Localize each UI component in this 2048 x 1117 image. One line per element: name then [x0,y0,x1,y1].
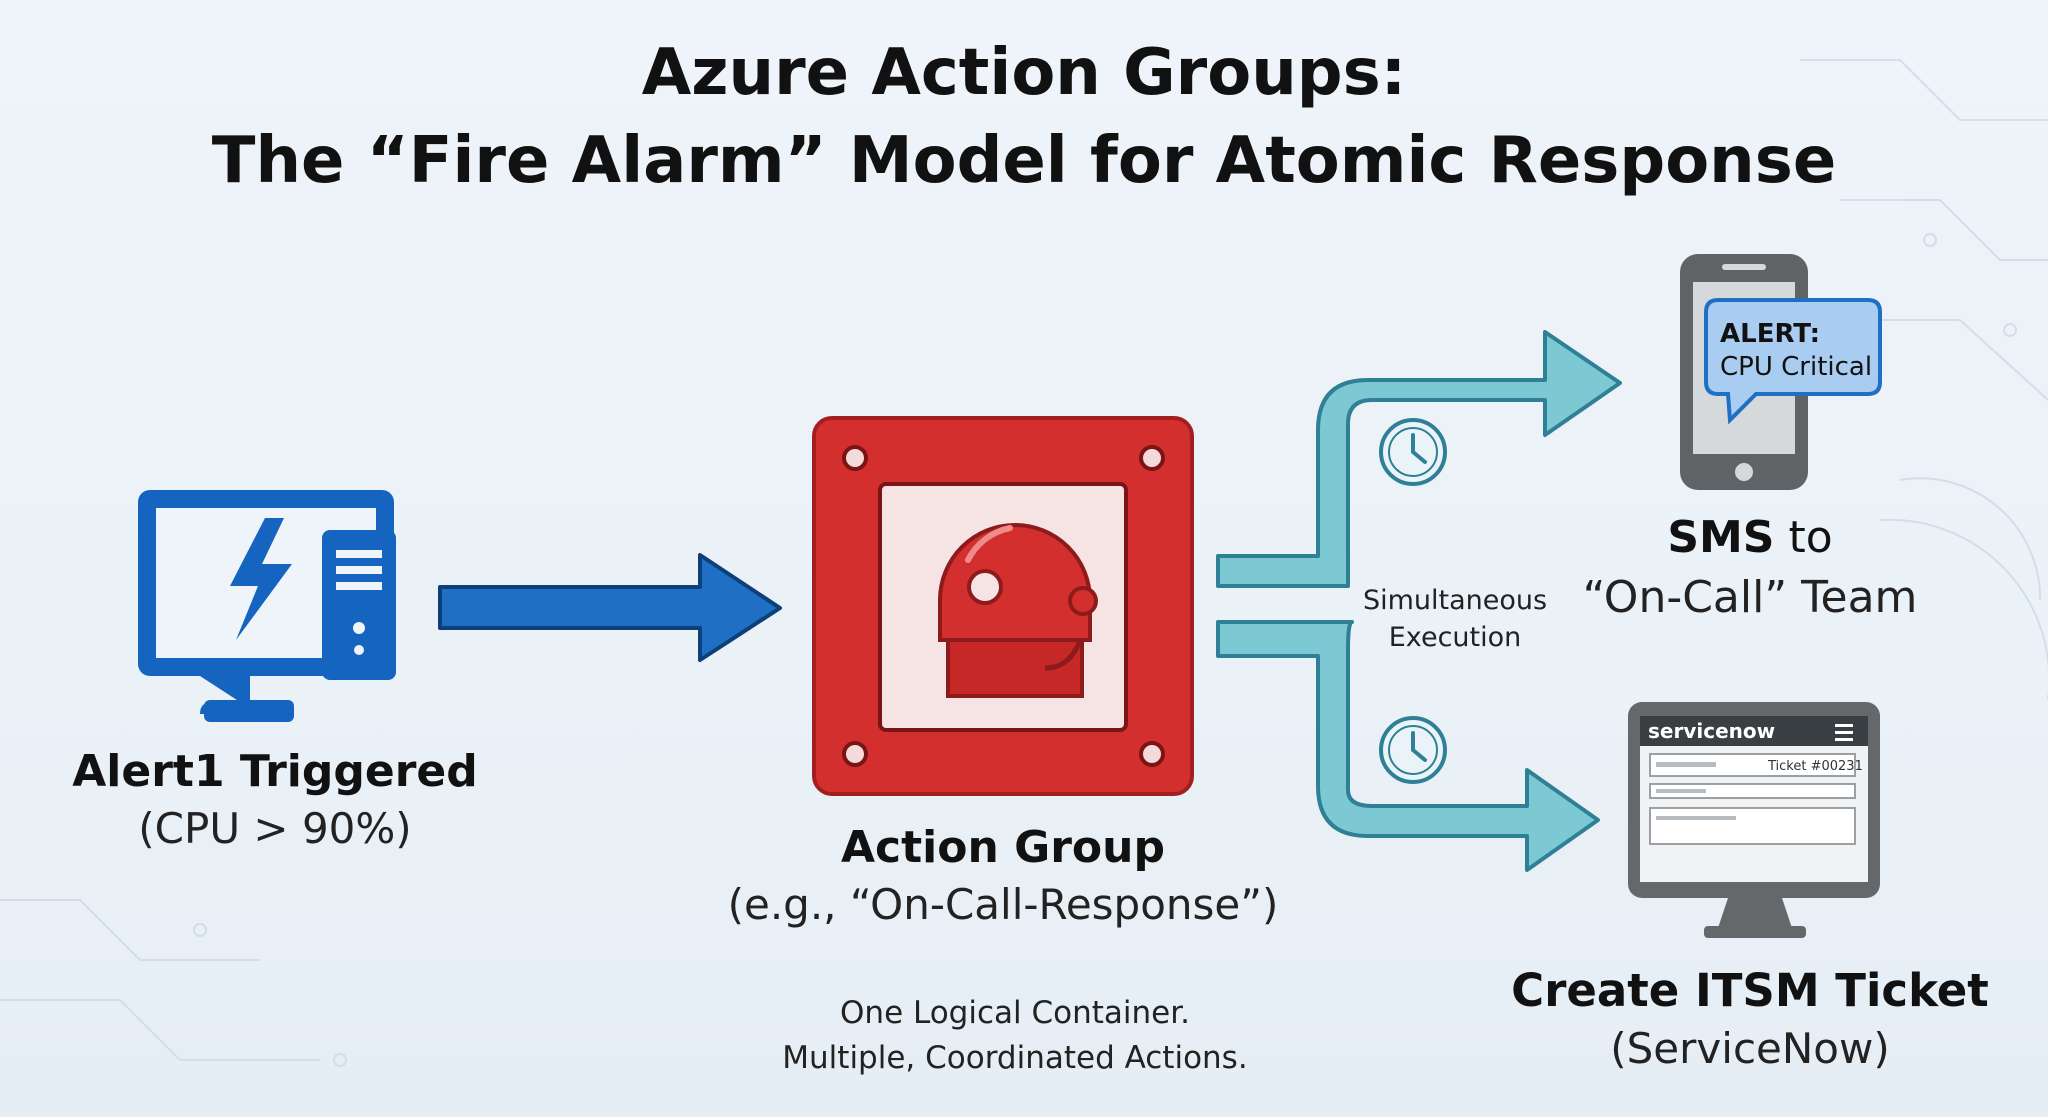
computer-alert-icon [138,490,396,722]
clock-icon [1379,716,1447,784]
sms-label-line2: “On-Call” Team [1582,572,1918,623]
sms-speech-bubble [1704,298,1882,425]
sms-label-rest: to [1774,512,1833,563]
action-group-note-line1: One Logical Container. [840,995,1190,1031]
monitor-icon [1628,702,1880,938]
sms-label-bold: SMS [1667,512,1775,563]
execution-label: Simultaneous Execution [1340,582,1570,656]
title-line-2: The “Fire Alarm” Model for Atomic Respon… [211,124,1837,198]
sms-bubble-line1: ALERT: [1720,319,1820,349]
execution-line2: Execution [1388,622,1522,653]
alert-title: Alert1 Triggered [72,746,478,797]
itsm-title: Create ITSM Ticket [1511,964,1989,1017]
sms-bubble-line2: CPU Critical [1720,352,1872,382]
action-group-title: Action Group [841,822,1165,873]
ticket-number: Ticket #00231 [1767,759,1863,774]
itsm-subtitle: (ServiceNow) [1610,1024,1890,1073]
alert-subtitle: (CPU > 90%) [138,804,412,853]
action-group-subtitle: (e.g., “On-Call-Response”) [727,880,1279,929]
fire-alarm-bell-icon [812,416,1194,796]
servicenow-logo: servicenow [1648,719,1775,743]
branch-arrow-bottom [1216,620,1600,872]
trigger-arrow [438,553,782,662]
title-line-1: Azure Action Groups: [641,36,1407,110]
sms-label: SMS to [1560,512,1940,563]
branch-arrow-top [1216,330,1622,588]
clock-icon [1379,418,1447,486]
execution-line1: Simultaneous [1362,585,1548,616]
action-group-note-line2: Multiple, Coordinated Actions. [782,1040,1248,1076]
